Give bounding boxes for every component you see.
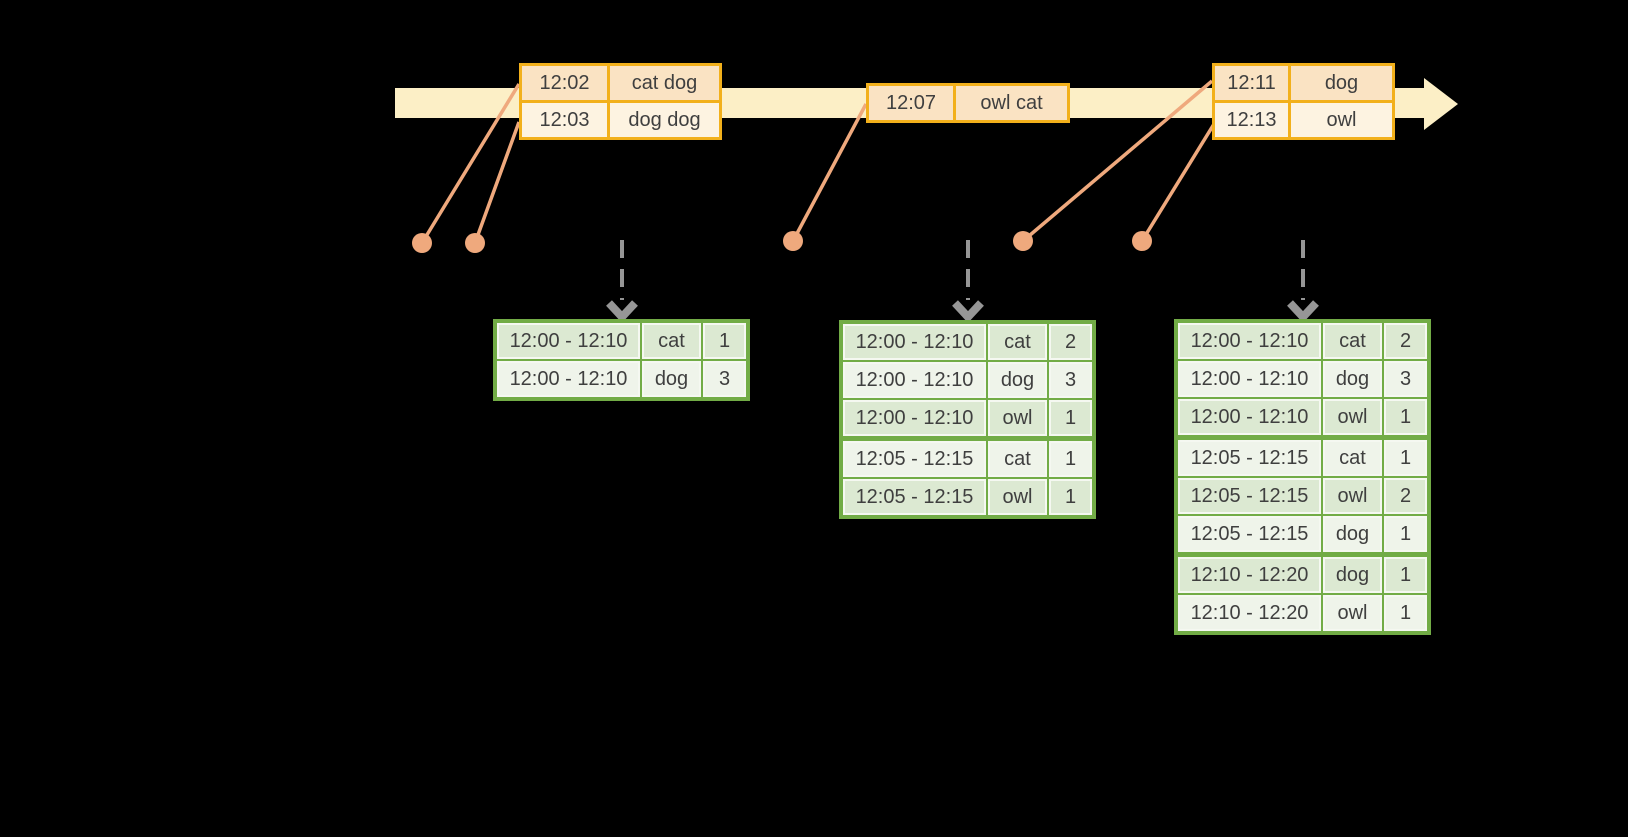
event-words: dog dog [610, 103, 719, 137]
window-cell: 12:00 - 12:10 [1178, 323, 1321, 359]
window-cell: 12:00 - 12:10 [497, 323, 640, 359]
window-cell: 12:05 - 12:15 [843, 479, 986, 515]
window-cell: 12:00 - 12:10 [497, 361, 640, 397]
event-words: cat dog [610, 66, 719, 100]
word-cell: dog [1323, 361, 1382, 397]
trigger-arrow-icon [606, 300, 638, 323]
event-words: owl cat [956, 86, 1067, 120]
timeline-arrowhead-icon [1424, 78, 1458, 130]
count-cell: 3 [1384, 361, 1427, 397]
count-cell: 1 [1049, 479, 1092, 515]
window-cell: 12:05 - 12:15 [843, 441, 986, 477]
event-time-dot [412, 233, 432, 253]
event-time: 12:11 [1215, 66, 1288, 100]
event-time-dot [465, 233, 485, 253]
trigger-arrows [606, 240, 1319, 323]
count-cell: 2 [1384, 323, 1427, 359]
window-cell: 12:00 - 12:10 [1178, 399, 1321, 435]
window-cell: 12:05 - 12:15 [1178, 478, 1321, 514]
count-cell: 1 [1384, 557, 1427, 593]
word-cell: cat [1323, 440, 1382, 476]
word-cell: owl [988, 400, 1047, 436]
event-time-dots [412, 231, 1152, 253]
count-cell: 3 [1049, 362, 1092, 398]
count-cell: 2 [1384, 478, 1427, 514]
event-time: 12:13 [1215, 103, 1288, 137]
event-connector-line [1140, 123, 1216, 242]
event-time: 12:07 [869, 86, 953, 120]
event-words: owl [1291, 103, 1392, 137]
count-cell: 1 [1384, 399, 1427, 435]
word-cell: owl [988, 479, 1047, 515]
window-cell: 12:05 - 12:15 [1178, 440, 1321, 476]
event-time-dot [1132, 231, 1152, 251]
window-cell: 12:10 - 12:20 [1178, 557, 1321, 593]
word-cell: dog [1323, 516, 1382, 552]
event-connector-line [473, 121, 521, 244]
window-cell: 12:05 - 12:15 [1178, 516, 1321, 552]
word-cell: cat [1323, 323, 1382, 359]
trigger-arrow-icon [952, 300, 984, 323]
word-cell: owl [1323, 478, 1382, 514]
word-cell: dog [988, 362, 1047, 398]
event-time-dot [783, 231, 803, 251]
word-cell: cat [988, 441, 1047, 477]
count-cell: 1 [1384, 440, 1427, 476]
word-cell: owl [1323, 399, 1382, 435]
event-time: 12:02 [522, 66, 607, 100]
count-cell: 1 [703, 323, 746, 359]
window-cell: 12:00 - 12:10 [843, 362, 986, 398]
trigger-arrow-icon [1287, 300, 1319, 323]
event-connector-line [791, 103, 868, 242]
count-cell: 1 [1049, 441, 1092, 477]
window-cell: 12:00 - 12:10 [1178, 361, 1321, 397]
window-cell: 12:00 - 12:10 [843, 400, 986, 436]
word-cell: cat [988, 324, 1047, 360]
word-cell: dog [1323, 557, 1382, 593]
count-cell: 1 [1049, 400, 1092, 436]
event-words: dog [1291, 66, 1392, 100]
window-cell: 12:10 - 12:20 [1178, 595, 1321, 631]
count-cell: 1 [1384, 516, 1427, 552]
word-cell: owl [1323, 595, 1382, 631]
event-time-dot [1013, 231, 1033, 251]
window-cell: 12:00 - 12:10 [843, 324, 986, 360]
count-cell: 1 [1384, 595, 1427, 631]
event-time: 12:03 [522, 103, 607, 137]
word-cell: cat [642, 323, 701, 359]
count-cell: 2 [1049, 324, 1092, 360]
count-cell: 3 [703, 361, 746, 397]
word-cell: dog [642, 361, 701, 397]
